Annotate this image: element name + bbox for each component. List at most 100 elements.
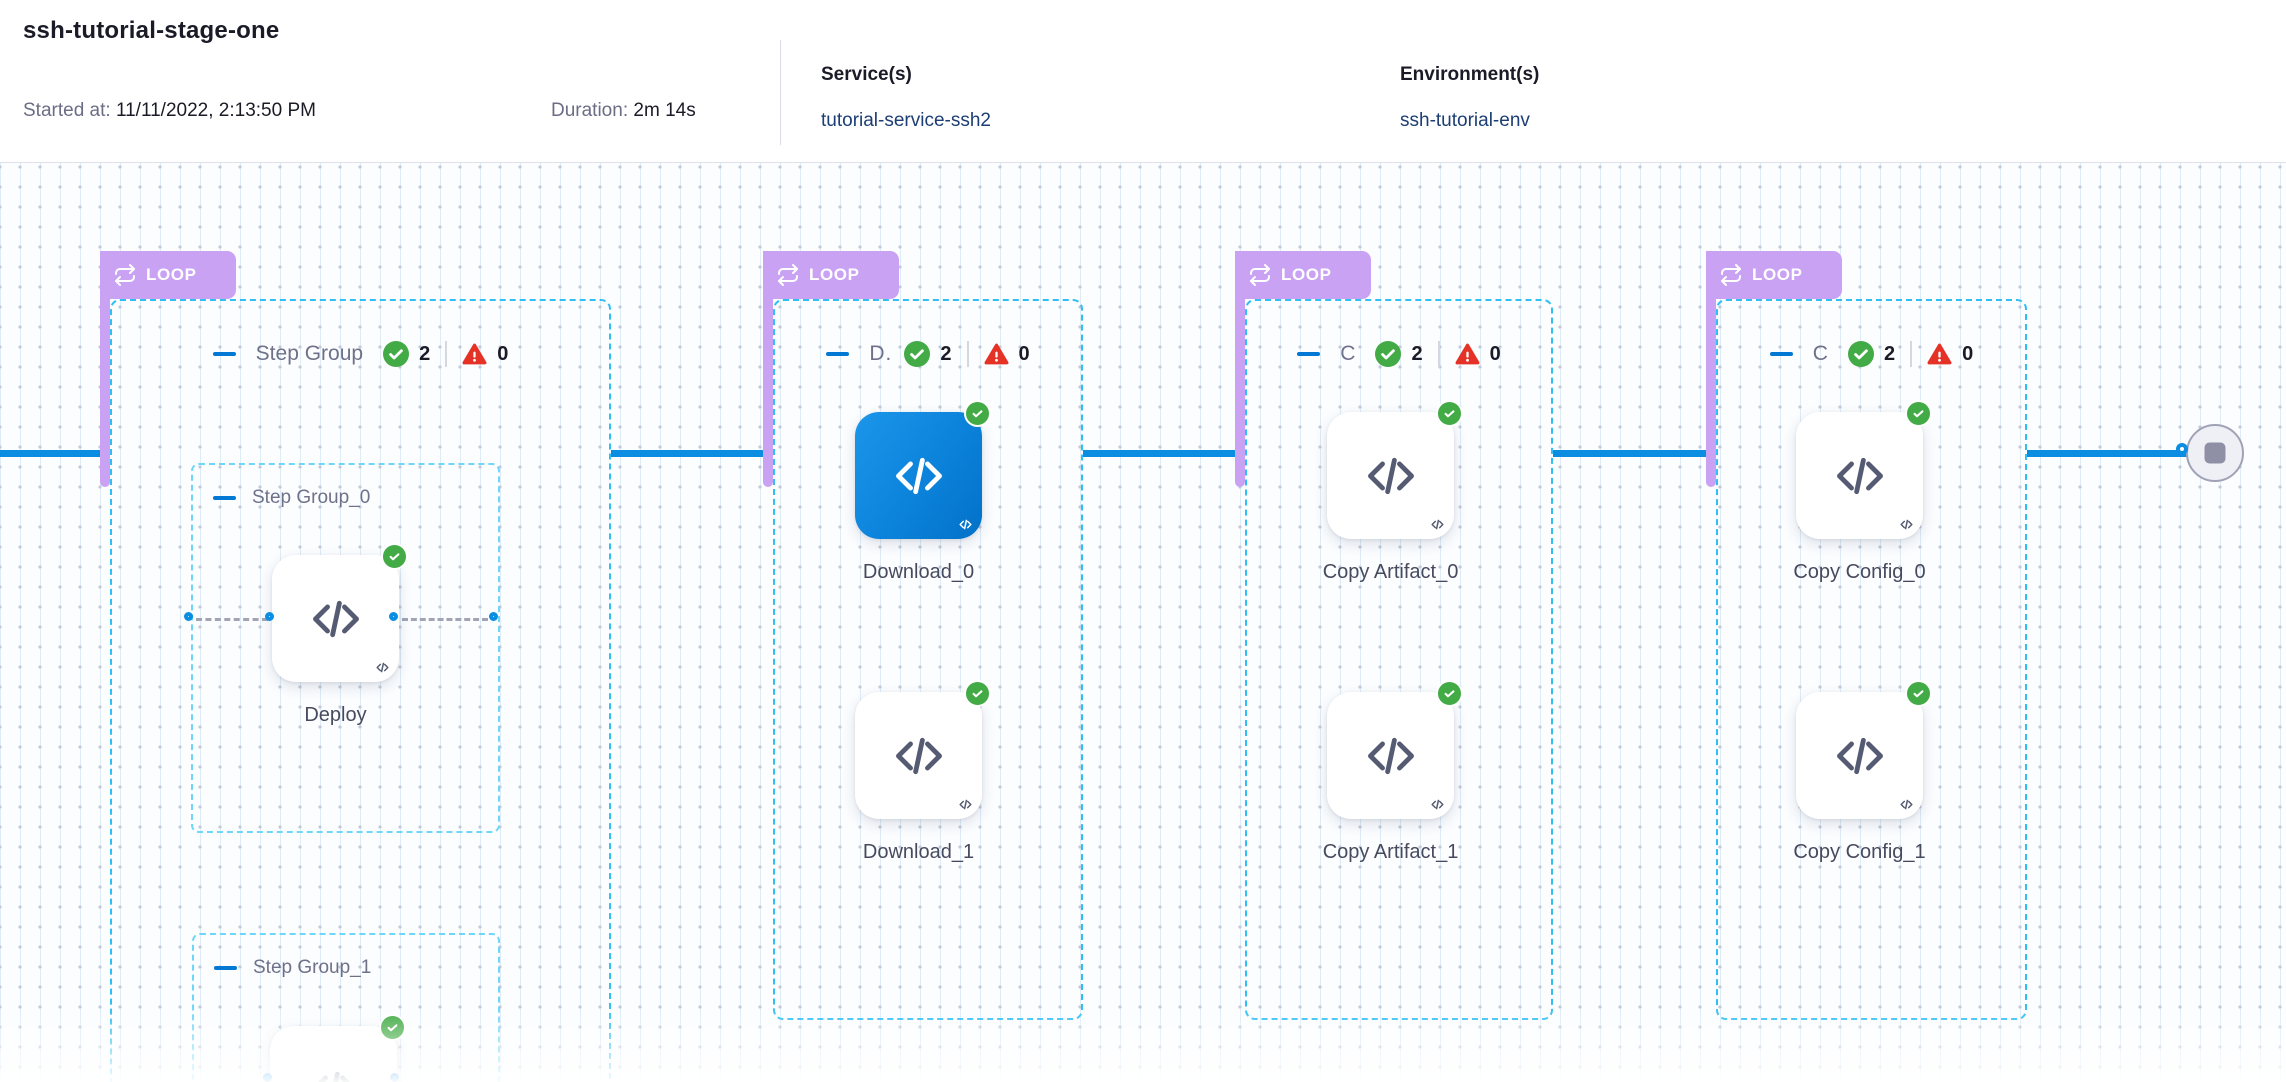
failure-count: 0 (497, 342, 509, 365)
loop-icon (1250, 264, 1270, 286)
group-label: Step Group_0 (252, 487, 371, 508)
code-icon (895, 737, 942, 774)
connector-dashed-line (402, 618, 488, 621)
success-badge-icon (1905, 680, 1932, 707)
loop-strip (763, 251, 773, 487)
success-count: 2 (1883, 342, 1896, 365)
group-header: C 2 0 (1247, 339, 1551, 369)
group-header: D… 2 0 (775, 339, 1081, 369)
step-node-card[interactable] (270, 1014, 406, 1082)
started-at: Started at: 11/11/2022, 2:13:50 PM (23, 100, 316, 122)
loop-badge: LOOP (1235, 251, 1371, 299)
step-node: Copy Artifact_0 (1323, 400, 1463, 583)
connector-dot (265, 612, 274, 621)
environment-link[interactable]: ssh-tutorial-env (1400, 110, 1530, 131)
check-circle-icon (904, 341, 931, 367)
connector-dashed-line (196, 618, 268, 621)
collapse-minus-icon[interactable] (212, 352, 236, 356)
loop-badge: LOOP (763, 251, 899, 299)
step-node: Copy Config_1 (1793, 680, 1932, 863)
step-node-card[interactable] (1327, 400, 1463, 539)
group-label: Step Group_1 (253, 957, 372, 978)
header-divider (780, 40, 781, 145)
success-badge-icon (381, 543, 408, 570)
failure-count: 0 (1489, 342, 1501, 365)
count-divider (445, 341, 448, 367)
step-node-label: Copy Artifact_0 (1322, 561, 1459, 583)
code-icon (1367, 737, 1414, 774)
step-node-label: Download_1 (862, 841, 975, 863)
step-node-card[interactable] (1796, 400, 1932, 539)
loop-badge-label: LOOP (809, 265, 860, 284)
duration-value: 2m 14s (633, 100, 696, 121)
loop-badge: LOOP (100, 251, 236, 299)
count-divider (966, 341, 969, 367)
step-group-box-inner-0: Step Group_0 (191, 463, 500, 833)
step-node-card[interactable] (1796, 680, 1932, 819)
loop-badge-label: LOOP (1281, 265, 1332, 284)
step-node-label: Copy Config_0 (1793, 561, 1926, 583)
loop-icon (115, 264, 135, 286)
started-at-label: Started at: (23, 100, 111, 121)
step-node-label: Copy Config_1 (1793, 841, 1926, 863)
count-divider (1910, 341, 1913, 367)
pipeline-canvas[interactable]: LOOP LOOP LOOP LOOP Step Group 2 0 Step … (0, 163, 2286, 1082)
code-mini-icon (959, 519, 972, 530)
group-label: C (1340, 342, 1356, 365)
warning-triangle-icon (1455, 343, 1480, 364)
check-circle-icon (383, 341, 410, 367)
check-circle-icon (1375, 341, 1402, 367)
code-icon (317, 1071, 350, 1082)
group-header: Step Group_1 (214, 955, 371, 981)
success-badge-icon (379, 1014, 406, 1041)
count-divider (1437, 341, 1440, 367)
warning-triangle-icon (1927, 343, 1952, 364)
step-node: Copy Artifact_1 (1323, 680, 1463, 863)
execution-line-segment (0, 450, 101, 457)
step-node-card[interactable] (1327, 680, 1463, 819)
code-icon (895, 457, 942, 494)
connector-dot (184, 612, 193, 621)
success-badge-icon (1436, 680, 1463, 707)
loop-strip (1235, 251, 1245, 487)
stage-header: ssh-tutorial-stage-one Started at: 11/11… (0, 0, 2286, 163)
started-at-value: 11/11/2022, 2:13:50 PM (115, 100, 316, 121)
stop-icon (2204, 442, 2226, 464)
code-mini-icon (1431, 519, 1444, 530)
service-link[interactable]: tutorial-service-ssh2 (821, 110, 991, 131)
execution-line-segment (1553, 450, 1706, 457)
collapse-minus-icon[interactable] (1769, 352, 1793, 356)
end-node (2186, 424, 2244, 482)
collapse-minus-icon[interactable] (213, 496, 236, 500)
loop-badge-label: LOOP (1752, 265, 1803, 284)
group-header: Step Group 2 0 (112, 339, 609, 369)
connector-dot (390, 1073, 399, 1082)
step-node-card[interactable] (855, 400, 991, 539)
loop-badge-label: LOOP (146, 265, 197, 284)
step-node-card[interactable] (855, 680, 991, 819)
group-label: D… (869, 342, 892, 365)
step-node-card[interactable] (272, 543, 408, 682)
step-node: Copy Config_0 (1793, 400, 1932, 583)
execution-line-segment (2027, 450, 2188, 457)
loop-strip (1706, 251, 1716, 487)
connector-dot (263, 1073, 272, 1082)
success-badge-icon (964, 400, 991, 427)
execution-line-segment (611, 450, 763, 457)
code-mini-icon (1900, 799, 1913, 810)
loop-badge: LOOP (1706, 251, 1842, 299)
connector-dot (489, 612, 498, 621)
loop-icon (778, 264, 798, 286)
environments-label: Environment(s) (1400, 64, 1540, 85)
step-node-label: Download_0 (862, 561, 975, 583)
group-label: Step Group (255, 342, 364, 365)
step-node-label: Deploy (304, 704, 367, 726)
success-count: 2 (419, 342, 431, 365)
collapse-minus-icon[interactable] (826, 352, 850, 356)
step-group-box-2: D… 2 0 (773, 299, 1083, 1020)
collapse-minus-icon[interactable] (1297, 352, 1321, 356)
step-node-label: Copy Artifact_1 (1322, 841, 1459, 863)
collapse-minus-icon[interactable] (214, 966, 237, 970)
loop-strip (100, 251, 110, 487)
group-label: C (1812, 342, 1828, 365)
